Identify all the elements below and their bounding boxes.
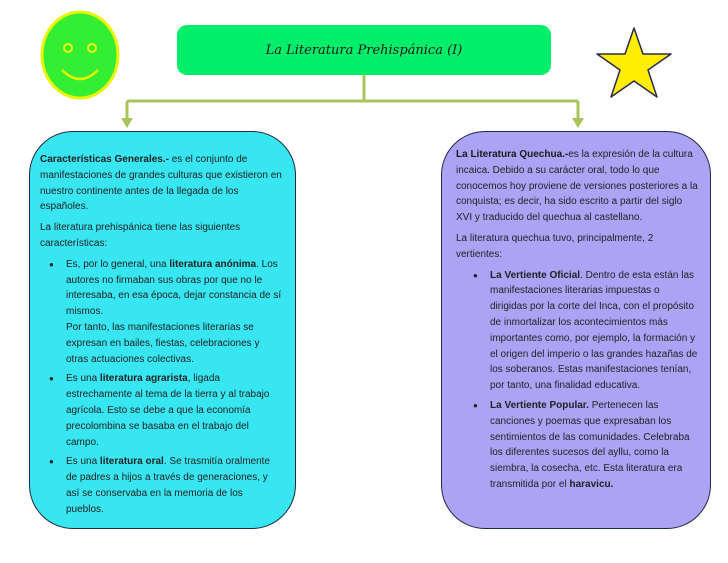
bullet-extra: Por tanto, las manifestaciones literaria… bbox=[66, 321, 260, 365]
bullet-bold: literatura agrarista bbox=[99, 373, 188, 385]
left-intro-text: es el conjunto de manifestaciones de gra… bbox=[40, 154, 282, 213]
smiley-face-icon bbox=[40, 10, 120, 100]
bullet-bold: literatura anónima bbox=[169, 258, 257, 270]
bullet-text: Es, por lo general, una bbox=[66, 258, 170, 270]
bullet-bold: literatura oral bbox=[99, 456, 164, 468]
literatura-quechua-panel: La Literatura Quechua.-es la expresión d… bbox=[441, 131, 711, 529]
right-para2: La literatura quechua tuvo, principalmen… bbox=[456, 232, 654, 260]
left-intro: Características Generales.- es el conjun… bbox=[40, 152, 283, 215]
bullet-bold: La Vertiente Oficial bbox=[490, 269, 581, 281]
bullet-bold: La Vertiente Popular. bbox=[490, 399, 589, 411]
bullet-text: Pertenecen las canciones y poemas que ex… bbox=[490, 399, 690, 490]
list-item: Es una literatura oral. Se trasmitía ora… bbox=[49, 454, 283, 517]
left-bullet-list: Es, por lo general, una literatura anóni… bbox=[40, 257, 283, 518]
title-box: La Literatura Prehispánica (I) bbox=[177, 25, 551, 75]
right-intro-text: es la expresión de la cultura incaica. D… bbox=[456, 149, 698, 224]
right-heading: La Literatura Quechua.- bbox=[456, 149, 569, 160]
list-item: Es, por lo general, una literatura anóni… bbox=[49, 257, 283, 368]
bullet-bold: haravicu. bbox=[569, 478, 614, 490]
bullet-text: . Se trasmitía oralmente de padres a hij… bbox=[66, 456, 270, 515]
star-icon bbox=[596, 27, 672, 98]
caracteristicas-panel: Características Generales.- es el conjun… bbox=[29, 131, 296, 529]
page-title: La Literatura Prehispánica (I) bbox=[265, 42, 463, 58]
bullet-text: . Dentro de esta están las manifestacion… bbox=[490, 269, 698, 392]
bullet-text: Es una bbox=[66, 456, 100, 468]
list-item: La Vertiente Popular. Pertenecen las can… bbox=[473, 398, 698, 493]
bullet-text: . Los autores no firmaban sus obras por … bbox=[66, 258, 282, 318]
right-bullet-list: La Vertiente Oficial. Dentro de esta est… bbox=[456, 268, 698, 493]
left-heading: Características Generales.- bbox=[40, 154, 169, 165]
right-intro: La Literatura Quechua.-es la expresión d… bbox=[456, 147, 698, 226]
list-item: Es una literatura agrarista, ligada estr… bbox=[49, 371, 283, 450]
bullet-text: , ligada estrechamente al tema de la tie… bbox=[66, 373, 270, 448]
list-item: La Vertiente Oficial. Dentro de esta est… bbox=[473, 268, 698, 394]
left-para2: La literatura prehispánica tiene las sig… bbox=[40, 222, 241, 249]
bullet-text: Es una bbox=[66, 373, 100, 385]
